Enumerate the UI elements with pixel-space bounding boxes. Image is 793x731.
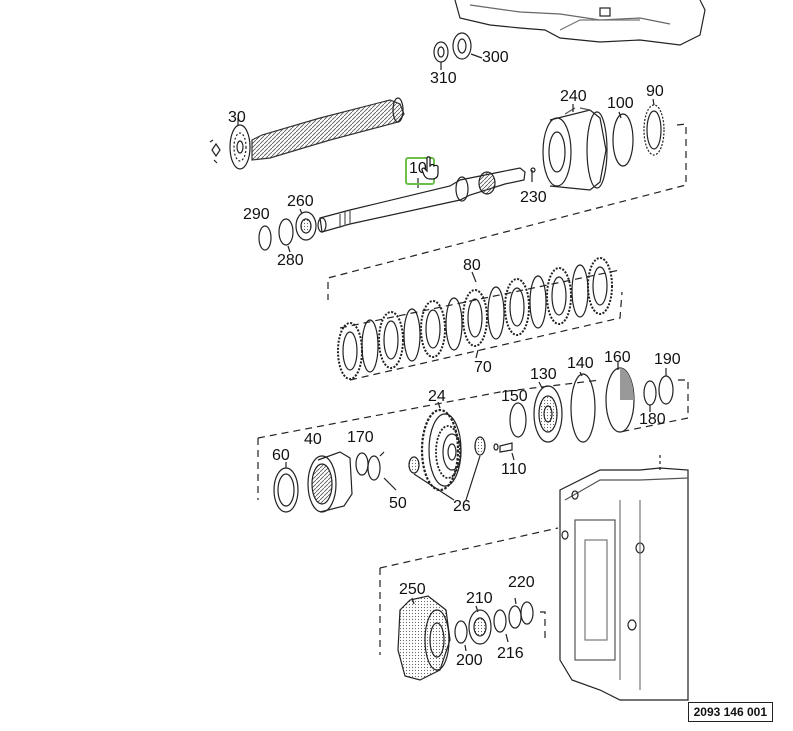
part-label-26[interactable]: 26 <box>453 498 471 515</box>
part-label-180[interactable]: 180 <box>639 411 666 428</box>
part-label-300[interactable]: 300 <box>482 49 509 66</box>
disc-pack-bounding <box>327 123 687 381</box>
part-label-50[interactable]: 50 <box>389 495 407 512</box>
part-label-190[interactable]: 190 <box>654 351 681 368</box>
part-label-24[interactable]: 24 <box>428 388 446 405</box>
part-label-160[interactable]: 160 <box>604 349 631 366</box>
gear-24-and-bearings-26 <box>408 401 515 501</box>
disc-pack-80-70 <box>337 257 613 380</box>
part-label-220[interactable]: 220 <box>508 574 535 591</box>
part-label-110[interactable]: 110 <box>501 461 527 478</box>
hand-cursor-icon <box>421 156 439 180</box>
part-label-210[interactable]: 210 <box>466 590 493 607</box>
diagram-reference-code: 2093 146 001 <box>687 702 773 722</box>
part-label-250[interactable]: 250 <box>399 581 426 598</box>
part-label-80[interactable]: 80 <box>463 257 481 274</box>
part-label-70[interactable]: 70 <box>474 359 492 376</box>
part-label-100[interactable]: 100 <box>607 95 634 112</box>
lower-housing <box>559 455 689 701</box>
part-label-10[interactable]: 10 <box>409 160 427 177</box>
housing-group-bounding <box>379 527 559 655</box>
cup-250-bearing-210 <box>397 595 534 681</box>
part-label-130[interactable]: 130 <box>530 366 557 383</box>
part-label-40[interactable]: 40 <box>304 431 322 448</box>
part-label-30[interactable]: 30 <box>228 109 246 126</box>
part-label-60[interactable]: 60 <box>272 447 290 464</box>
part-label-90[interactable]: 90 <box>646 83 664 100</box>
part-label-310[interactable]: 310 <box>430 70 457 87</box>
top-housing <box>454 0 706 46</box>
rings-260-280-290 <box>258 208 317 253</box>
part-label-240[interactable]: 240 <box>560 88 587 105</box>
part-label-200[interactable]: 200 <box>456 652 483 669</box>
part-label-140[interactable]: 140 <box>567 355 594 372</box>
part-label-260[interactable]: 260 <box>287 193 314 210</box>
part-label-170[interactable]: 170 <box>347 429 374 446</box>
piston-group <box>509 362 674 443</box>
part-label-280[interactable]: 280 <box>277 252 304 269</box>
bearing-310-300 <box>433 32 483 70</box>
clutch-drum-240 <box>542 98 665 191</box>
part-label-216[interactable]: 216 <box>497 645 524 662</box>
gear-30-and-sleeve <box>209 97 405 170</box>
part-label-290[interactable]: 290 <box>243 206 270 223</box>
part-label-150[interactable]: 150 <box>501 388 528 405</box>
bearing-40-ring-60 <box>273 451 397 513</box>
main-shaft-10 <box>317 167 536 233</box>
part-label-230[interactable]: 230 <box>520 189 547 206</box>
lower-group-bounding <box>257 379 689 500</box>
